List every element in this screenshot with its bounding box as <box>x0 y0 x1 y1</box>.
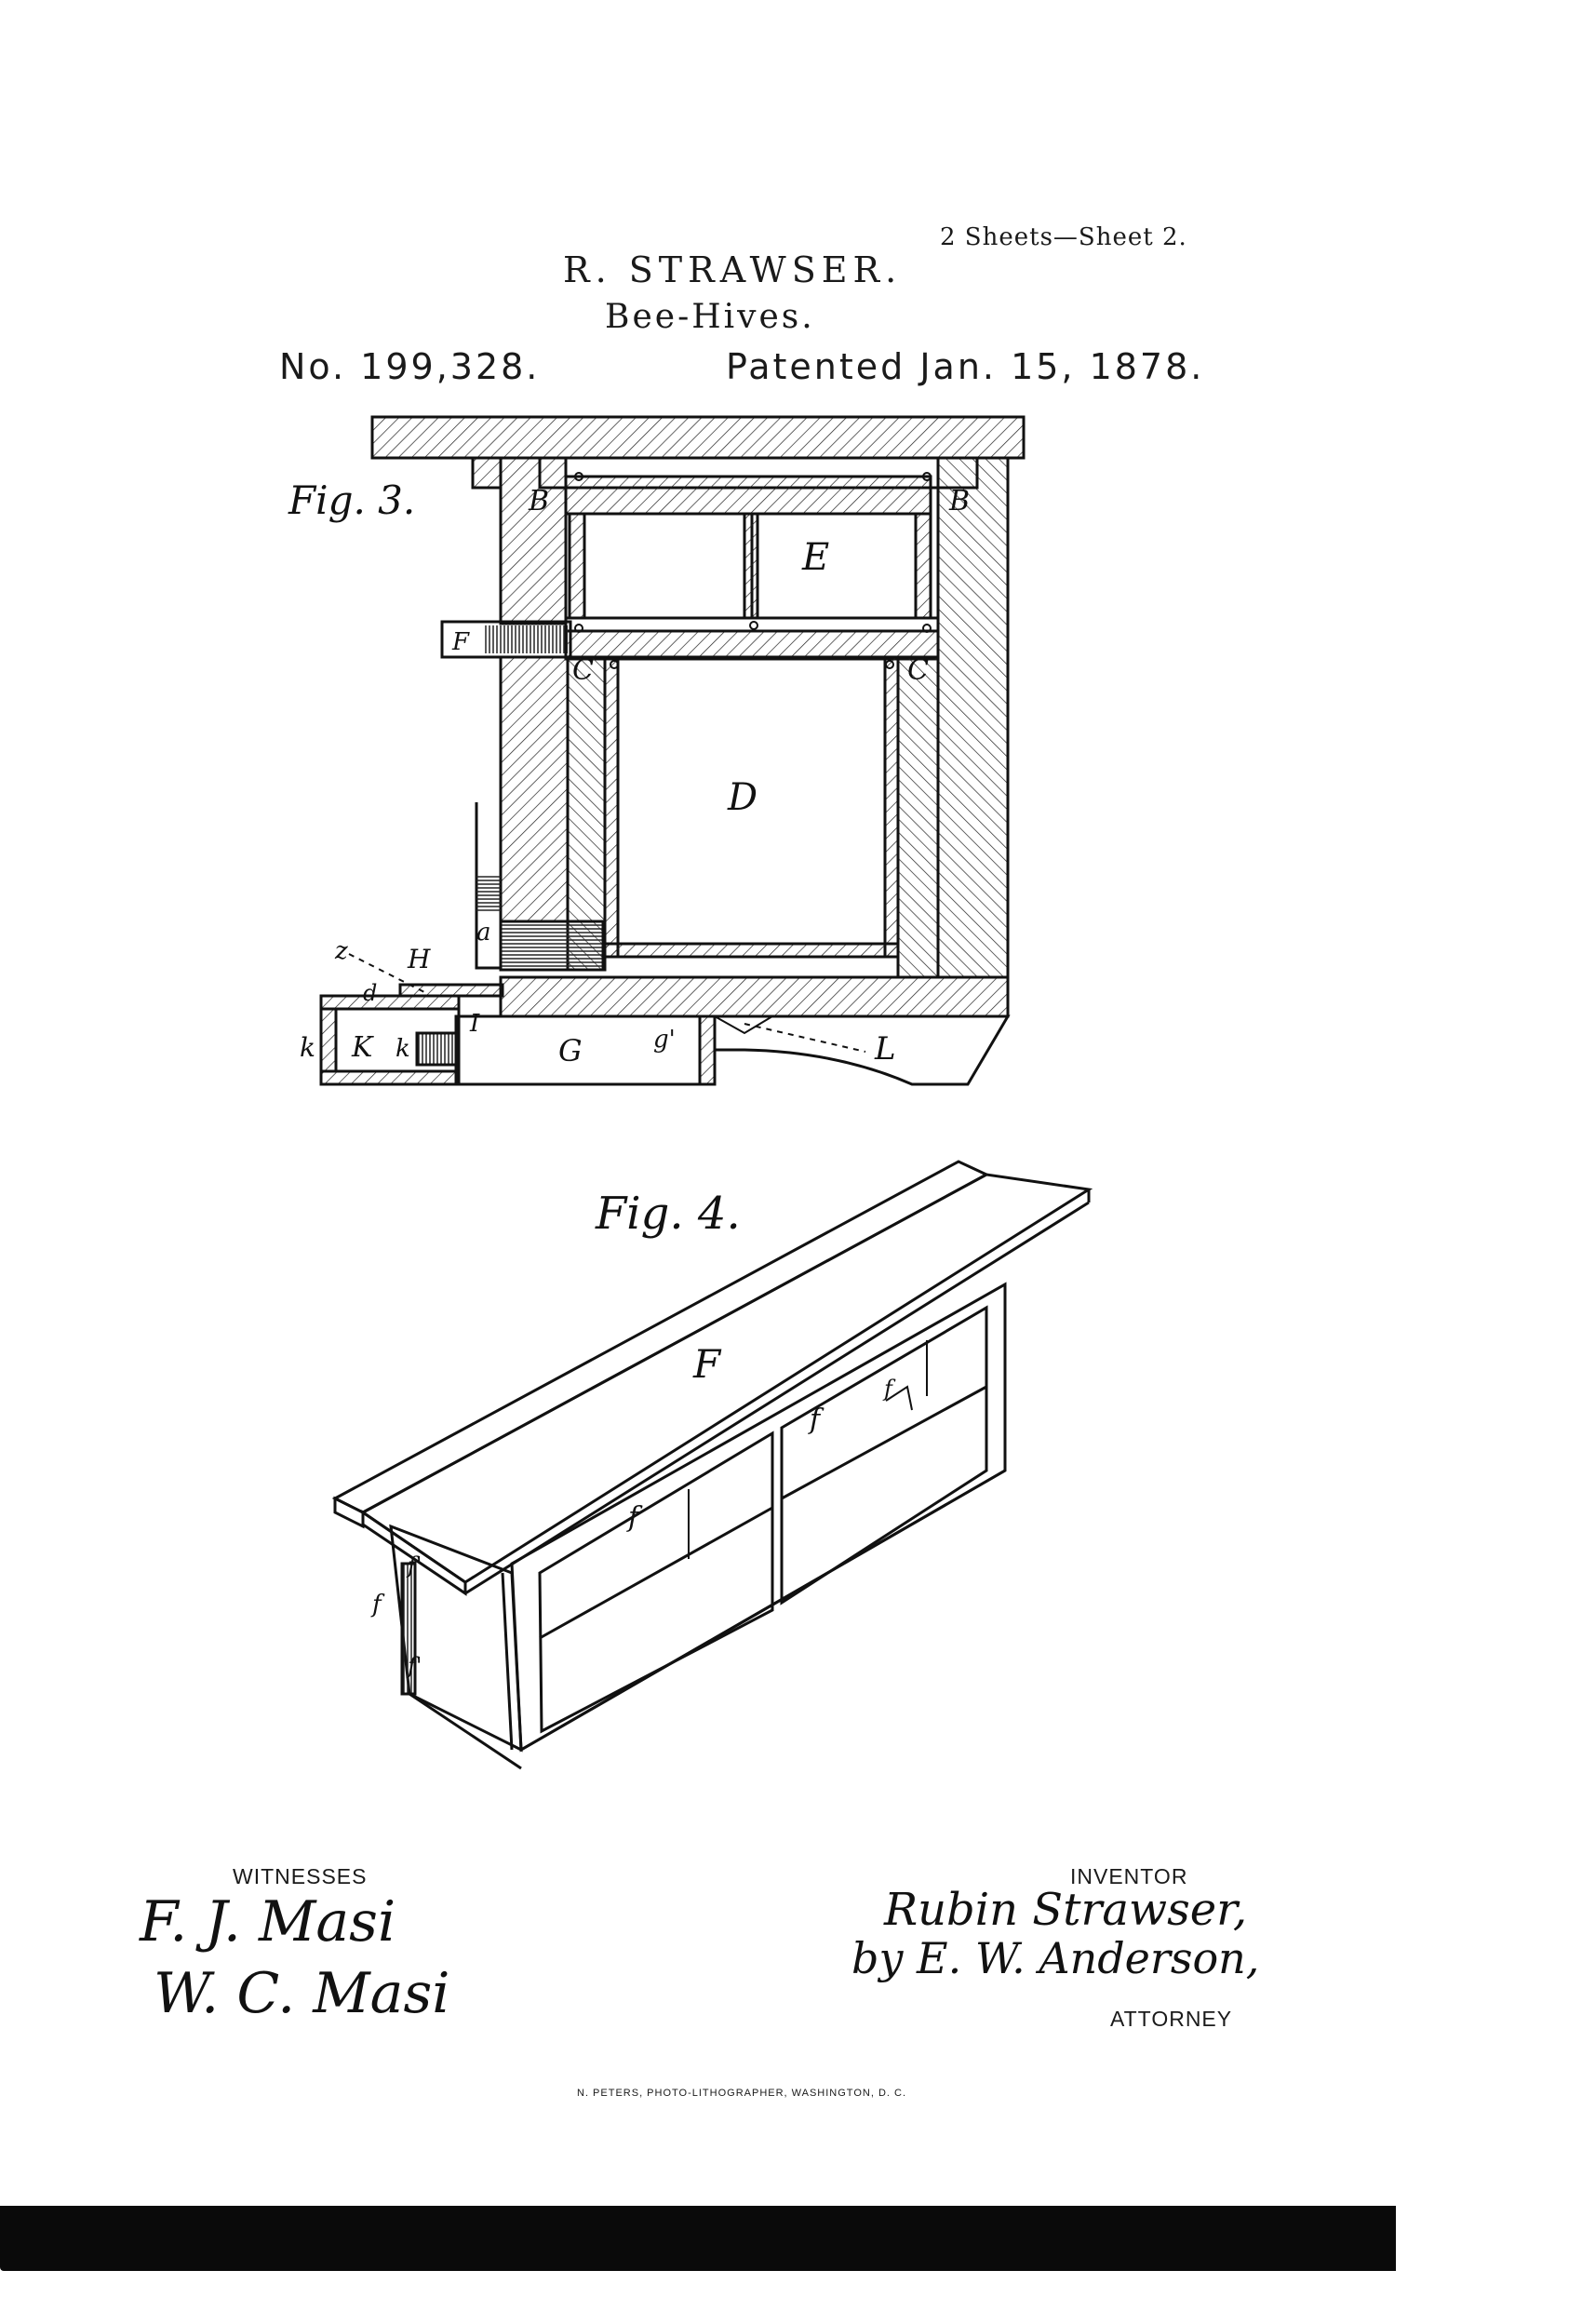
stand <box>715 1014 1011 1086</box>
right-inner-wall <box>896 655 940 979</box>
label-G: G <box>558 1033 583 1068</box>
slide-H <box>398 983 504 998</box>
k-plug <box>415 1031 458 1067</box>
left-wall-lower <box>499 655 570 923</box>
compartment-right <box>780 1305 988 1605</box>
patent-date: Patented Jan. 15, 1878. <box>726 346 1205 387</box>
fig4-label: Fig. 4. <box>595 1188 741 1240</box>
label-C-right: C <box>907 654 929 687</box>
patent-number: No. 199,328. <box>279 346 541 387</box>
super-top-bar <box>564 475 932 516</box>
roof-board <box>370 415 1026 460</box>
label-F-fig4: F <box>692 1341 722 1387</box>
inventor-signature: Rubin Strawser, <box>883 1884 1247 1936</box>
label-d: d <box>363 980 377 1006</box>
attorney-signature: by E. W. Anderson, <box>851 1933 1259 1983</box>
attorney-label: ATTORNEY <box>1110 2007 1233 2031</box>
label-f-left: f <box>370 1591 385 1619</box>
floor-board <box>499 975 1010 1018</box>
side-strip <box>400 1562 417 1696</box>
brood-right-strip <box>883 655 900 959</box>
figure-4 <box>331 1160 1093 1770</box>
label-f-side: f <box>882 1376 896 1402</box>
label-K: K <box>351 1031 374 1064</box>
label-f-prime-bottom: f' <box>406 1653 422 1679</box>
label-B-right: B <box>948 485 970 517</box>
inventor-label: INVENTOR <box>1070 1864 1188 1888</box>
roof-bracket <box>471 456 503 490</box>
witnesses-label: WITNESSES <box>233 1864 368 1888</box>
label-F: F <box>451 628 470 656</box>
label-B-left: B <box>528 485 549 517</box>
patent-subject: Bee-Hives. <box>605 298 815 336</box>
hook <box>885 1385 913 1411</box>
label-f-prime-top: f' <box>406 1552 422 1578</box>
sheets-note: 2 Sheets—Sheet 2. <box>940 223 1187 251</box>
label-L: L <box>874 1030 896 1068</box>
fig3-label: Fig. 3. <box>288 477 415 523</box>
super-right-strip <box>914 512 932 620</box>
label-C-left: C <box>572 654 594 687</box>
label-H: H <box>407 944 431 974</box>
drawer-G <box>454 1014 717 1086</box>
label-g: g' <box>653 1026 676 1054</box>
brood-left-strip <box>603 655 620 959</box>
label-E: E <box>801 536 829 579</box>
super-left-strip <box>568 512 586 620</box>
label-k-right: k <box>396 1035 410 1063</box>
label-D: D <box>727 776 757 819</box>
witness-1-signature: F. J. Masi <box>139 1889 396 1955</box>
right-wall <box>936 456 1010 979</box>
label-k-left: k <box>300 1032 315 1063</box>
alighting-step <box>475 802 501 970</box>
brood-bottom-strip <box>603 942 900 959</box>
entrance-block <box>499 920 605 972</box>
witness-2-signature: W. C. Masi <box>154 1961 449 2026</box>
inventor-name: R. STRAWSER. <box>563 249 903 290</box>
label-f-center: f <box>626 1501 643 1534</box>
label-I: I <box>469 1010 480 1038</box>
label-z: z <box>334 937 348 965</box>
label-f-right: f <box>808 1404 825 1436</box>
figure-3 <box>319 415 1026 1086</box>
compartment-left <box>538 1431 774 1734</box>
printer-credit: N. PETERS, PHOTO-LITHOGRAPHER, WASHINGTO… <box>577 2088 906 2099</box>
left-wall-upper <box>499 456 568 625</box>
scan-edge-bar <box>0 2206 1396 2271</box>
label-a: a <box>476 919 491 947</box>
shelf-hatch <box>564 629 940 661</box>
drawer-g-end <box>698 1014 717 1086</box>
super-divider <box>743 512 759 620</box>
